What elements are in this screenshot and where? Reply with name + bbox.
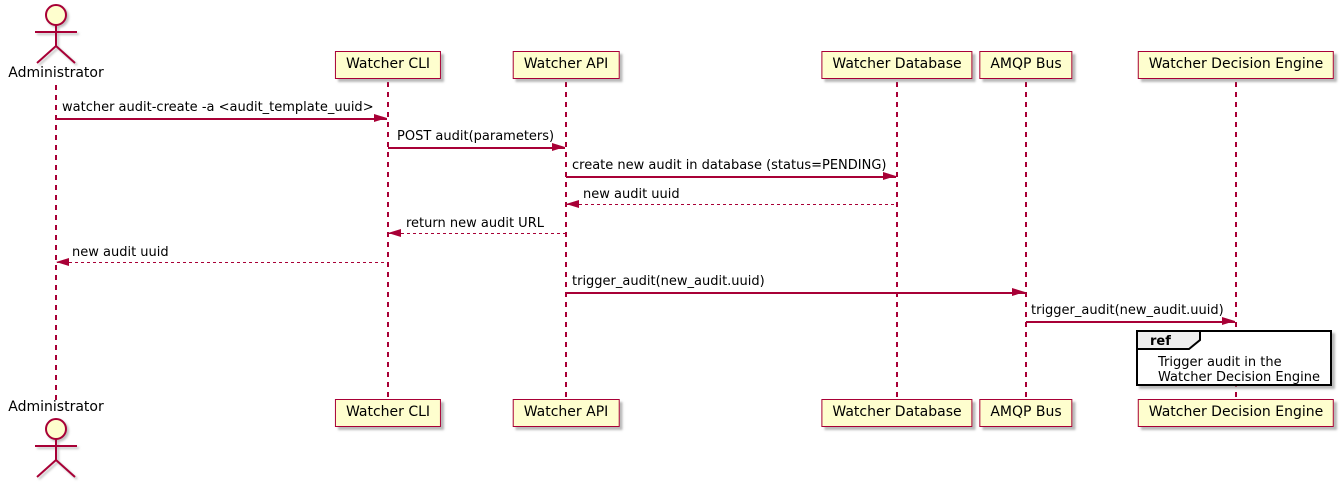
message-3-arrowhead-icon <box>883 172 896 180</box>
message-3-label: create new audit in database (status=PEN… <box>572 158 887 173</box>
ref-text: Trigger audit in the Watcher Decision En… <box>1138 348 1330 385</box>
message-1-label: watcher audit-create -a <audit_template_… <box>62 100 374 115</box>
message-7-arrowhead-icon <box>1012 288 1025 296</box>
participant-watcher-api-top: Watcher API <box>512 51 620 79</box>
lifeline-watcher-decision-engine <box>1235 82 1237 400</box>
message-2-line <box>388 147 565 149</box>
participant-watcher-decision-engine-bottom: Watcher Decision Engine <box>1137 399 1335 427</box>
actor-label-bottom: Administrator <box>8 399 104 415</box>
lifeline-amqp-bus <box>1025 82 1027 400</box>
message-6-label: new audit uuid <box>72 245 169 260</box>
message-1-arrowhead-icon <box>374 114 387 122</box>
message-2-arrowhead-icon <box>552 143 565 151</box>
lifeline-watcher-database <box>896 82 898 400</box>
message-7-label: trigger_audit(new_audit.uuid) <box>572 274 765 289</box>
participant-watcher-decision-engine-top: Watcher Decision Engine <box>1137 51 1335 79</box>
participant-amqp-bus-top: AMQP Bus <box>979 51 1073 79</box>
message-4-arrowhead-icon <box>566 200 579 208</box>
message-8-label: trigger_audit(new_audit.uuid) <box>1031 303 1224 318</box>
ref-text-line-1: Trigger audit in the <box>1158 355 1282 370</box>
ref-text-line-2: Watcher Decision Engine <box>1158 370 1320 385</box>
message-5-line <box>389 233 565 235</box>
participant-watcher-api-bottom: Watcher API <box>512 399 620 427</box>
message-8-line <box>1026 321 1235 323</box>
message-5-arrowhead-icon <box>388 229 401 237</box>
administrator-actor-icon <box>35 4 77 64</box>
message-6-line <box>57 262 387 264</box>
message-5-label: return new audit URL <box>406 216 544 231</box>
lifeline-watcher-cli <box>387 82 389 400</box>
ref-keyword: ref <box>1150 334 1171 349</box>
message-6-arrowhead-icon <box>56 258 69 266</box>
message-4-line <box>567 204 896 206</box>
lifeline-watcher-api <box>565 82 567 400</box>
message-7-line <box>566 292 1025 294</box>
ref-tab: ref <box>1136 330 1201 350</box>
participant-watcher-cli-top: Watcher CLI <box>334 51 442 79</box>
participant-watcher-cli-bottom: Watcher CLI <box>334 399 442 427</box>
participant-amqp-bus-bottom: AMQP Bus <box>979 399 1073 427</box>
message-2-label: POST audit(parameters) <box>397 129 555 144</box>
ref-fragment: ref Trigger audit in the Watcher Decisio… <box>1136 330 1332 386</box>
message-4-label: new audit uuid <box>583 187 680 202</box>
message-3-line <box>566 176 896 178</box>
administrator-actor-icon-bottom <box>35 418 77 478</box>
message-8-arrowhead-icon <box>1222 317 1235 325</box>
lifeline-administrator <box>55 85 57 400</box>
participant-watcher-database-bottom: Watcher Database <box>821 399 973 427</box>
message-1-line <box>56 118 387 120</box>
actor-label-top: Administrator <box>8 65 104 81</box>
participant-watcher-database-top: Watcher Database <box>821 51 973 79</box>
